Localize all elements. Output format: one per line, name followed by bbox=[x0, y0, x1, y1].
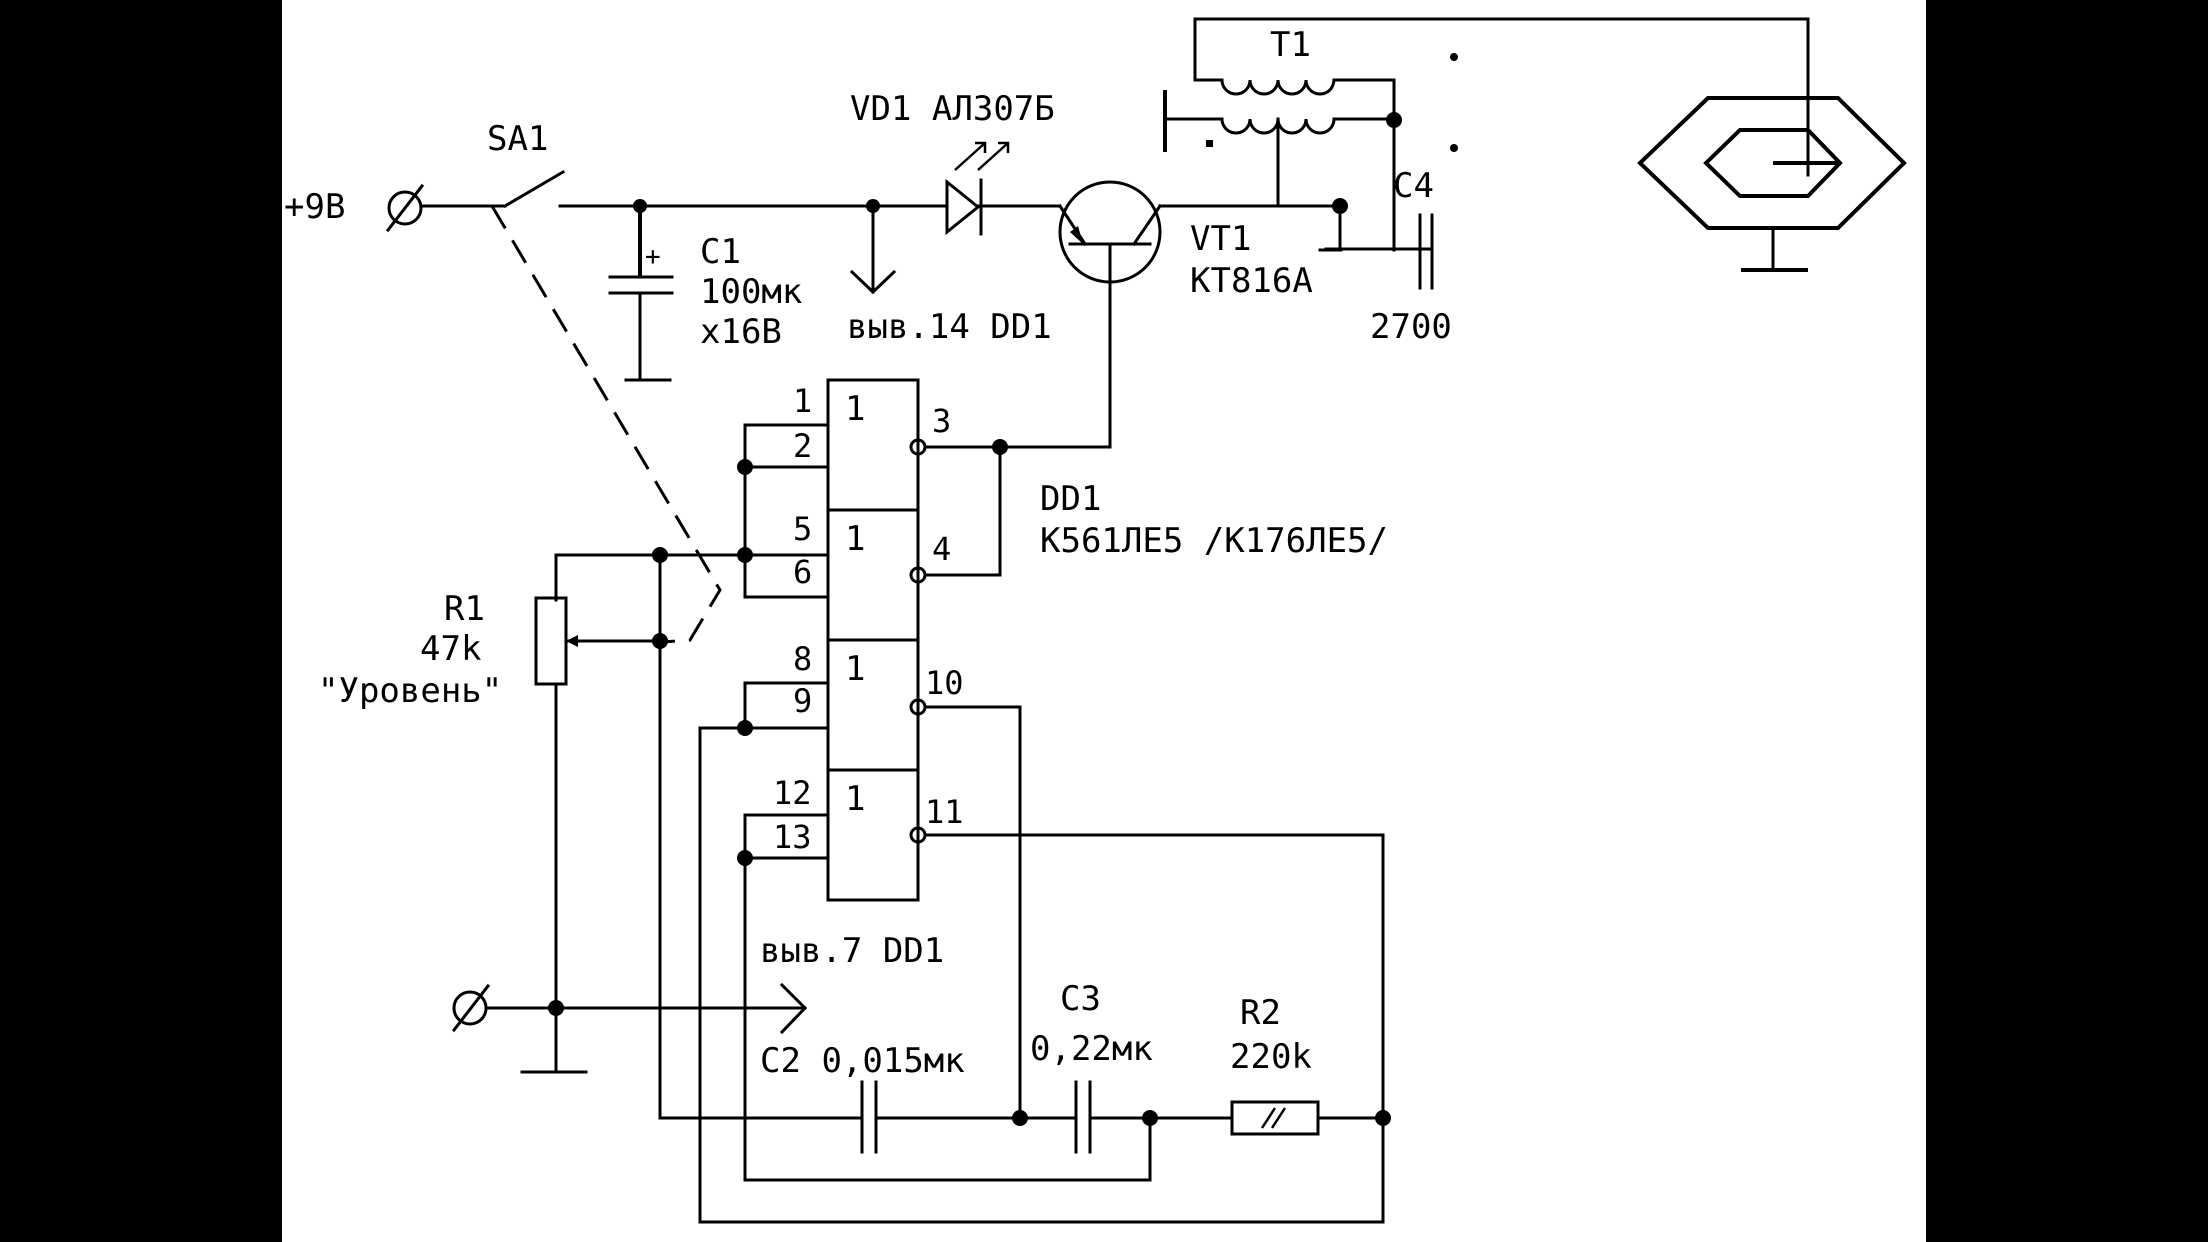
junction-node bbox=[992, 439, 1008, 455]
r1-name-label: "Уровень" bbox=[318, 671, 502, 711]
svg-text:+: + bbox=[645, 242, 661, 272]
pin14-note: выв.14 DD1 bbox=[847, 307, 1052, 347]
junction-node bbox=[1375, 1110, 1391, 1126]
gate-symbol: 1 bbox=[845, 519, 865, 559]
pin-label: 10 bbox=[925, 664, 964, 702]
c2-label: C2 0,015мк bbox=[760, 1041, 965, 1081]
gate4-wiring bbox=[743, 813, 1385, 1182]
supply-voltage-label: +9В bbox=[284, 187, 345, 227]
gate-symbol: 1 bbox=[845, 779, 865, 819]
ic-dd1 bbox=[826, 378, 920, 902]
junction-node bbox=[1012, 1110, 1028, 1126]
capacitor-c1: + bbox=[608, 206, 674, 382]
transistor-part-label: КТ816А bbox=[1190, 261, 1313, 301]
junction-node bbox=[737, 720, 753, 736]
junction-node bbox=[737, 850, 753, 866]
junction-node bbox=[737, 459, 753, 475]
c3-ref-label: C3 bbox=[1060, 979, 1101, 1019]
transistor-ref-label: VT1 bbox=[1190, 219, 1251, 259]
gate-symbol: 1 bbox=[845, 649, 865, 689]
r1-ref-label: R1 bbox=[444, 589, 485, 629]
gate3-wiring bbox=[698, 681, 1385, 1224]
junction-node bbox=[548, 1000, 564, 1016]
ic-part-label: К561ЛЕ5 /К176ЛЕ5/ bbox=[1040, 521, 1388, 561]
c4-value-label: 2700 bbox=[1370, 307, 1452, 347]
transistor-vt1 bbox=[1057, 180, 1342, 448]
electrode-icon bbox=[1637, 17, 1907, 272]
capacitor-c4 bbox=[1318, 198, 1434, 290]
r1-value-label: 47k bbox=[420, 629, 481, 669]
r2-value-label: 220k bbox=[1230, 1037, 1312, 1077]
pin-label: 12 bbox=[773, 774, 812, 812]
r2-ref-label: R2 bbox=[1240, 993, 1281, 1033]
pin-label: 9 bbox=[793, 682, 812, 720]
pin14-arrow-icon bbox=[849, 204, 897, 295]
ground-terminal bbox=[451, 982, 808, 1074]
pin-label: 3 bbox=[932, 402, 951, 440]
pin-label: 6 bbox=[793, 553, 812, 591]
transformer-ref-label: T1 bbox=[1270, 25, 1311, 65]
switch-ref-label: SA1 bbox=[487, 119, 548, 159]
junction-node bbox=[1142, 1110, 1158, 1126]
pin-label: 5 bbox=[793, 510, 812, 548]
pin-label: 11 bbox=[925, 793, 964, 831]
junction-node bbox=[1386, 112, 1402, 128]
pin-label: 4 bbox=[932, 530, 951, 568]
c1-value-label: 100мк bbox=[700, 272, 802, 312]
led-label: VD1 АЛ307Б bbox=[850, 89, 1055, 129]
junction-node bbox=[737, 547, 753, 563]
rc-chain bbox=[658, 1080, 1385, 1154]
transformer-t1 bbox=[1163, 17, 1810, 252]
power-input-terminal bbox=[385, 183, 425, 233]
pin-label: 13 bbox=[773, 818, 812, 856]
junction-node bbox=[652, 633, 668, 649]
c1-ref-label: C1 bbox=[700, 232, 741, 272]
gate1-wiring bbox=[743, 423, 1112, 584]
pin-label: 8 bbox=[793, 640, 812, 678]
c3-value-label: 0,22мк bbox=[1030, 1029, 1153, 1069]
pin-label: 1 bbox=[793, 382, 812, 420]
gate2-wiring bbox=[554, 553, 830, 602]
c4-ref-label: C4 bbox=[1393, 166, 1434, 206]
pin-label: 2 bbox=[793, 427, 812, 465]
led-vd1 bbox=[945, 141, 1060, 236]
pin7-note: выв.7 DD1 bbox=[760, 931, 944, 971]
ic-ref-label: DD1 bbox=[1040, 479, 1101, 519]
gate-symbol: 1 bbox=[845, 389, 865, 429]
switch-sa1 bbox=[419, 169, 722, 644]
c1-rating-label: x16В bbox=[700, 312, 782, 352]
